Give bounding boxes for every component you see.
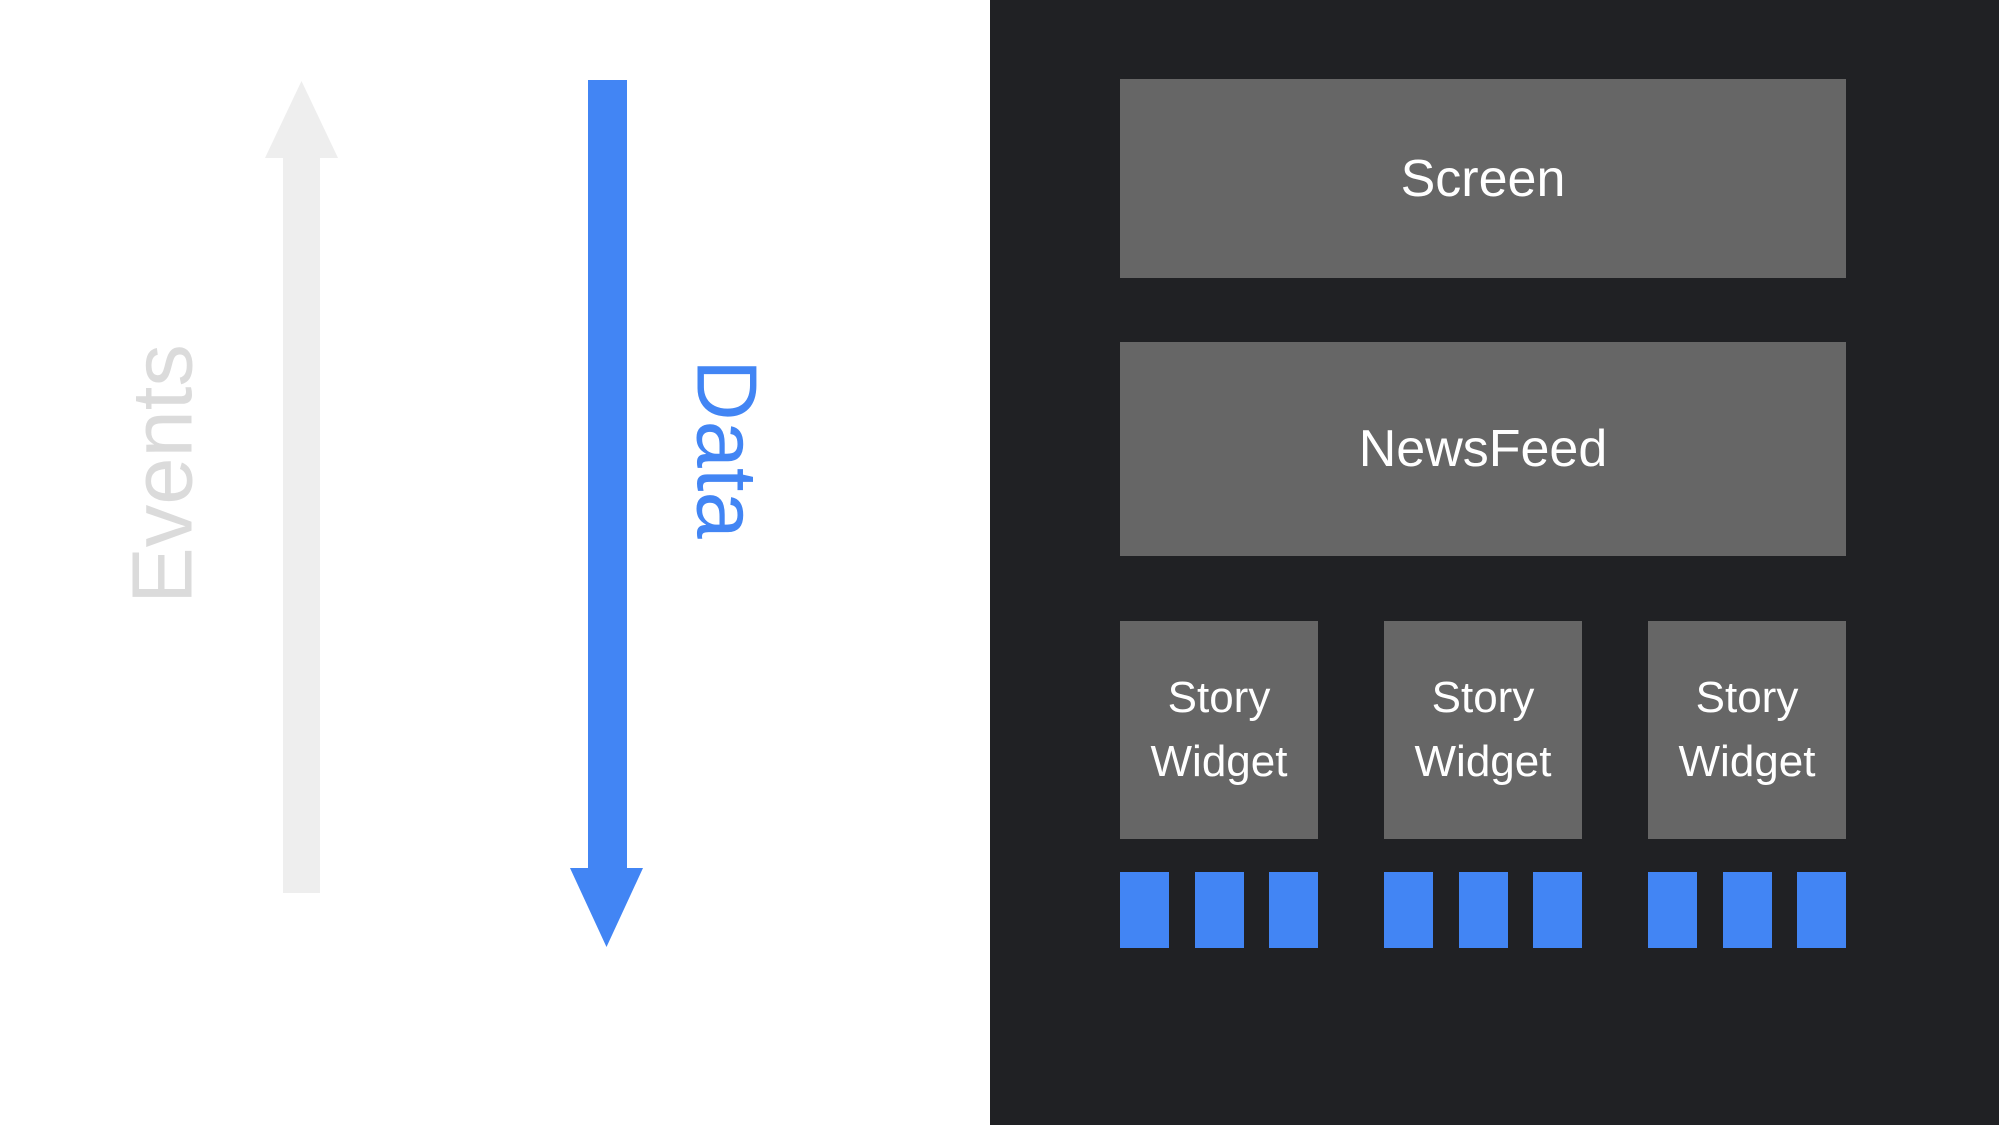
data-chip: [1458, 872, 1508, 948]
data-chips-group: [1384, 872, 1582, 948]
newsfeed-box-label: NewsFeed: [1358, 420, 1608, 478]
data-chips-group: [1120, 872, 1318, 948]
story-widget-box: Story Widget: [1384, 621, 1582, 839]
data-chips-group: [1648, 872, 1846, 948]
data-chip: [1194, 872, 1244, 948]
data-chip: [1384, 872, 1433, 948]
events-up-arrow-icon: [265, 81, 338, 893]
data-chip: [1797, 872, 1846, 948]
events-label: Events: [115, 344, 211, 604]
data-chip: [1120, 872, 1169, 948]
widget-tree-panel: Screen NewsFeed Story Widget Story Widge…: [990, 0, 1999, 1125]
story-widget-label: Story Widget: [1150, 673, 1288, 786]
story-widget-box: Story Widget: [1120, 621, 1318, 839]
story-widget-box: Story Widget: [1648, 621, 1846, 839]
story-widget-label: Story Widget: [1414, 673, 1552, 786]
data-down-arrow-icon: [570, 80, 643, 947]
data-chip: [1722, 872, 1772, 948]
data-chip: [1533, 872, 1582, 948]
data-chip: [1648, 872, 1697, 948]
story-widget-row: Story Widget Story Widget Story Widget: [1120, 621, 1846, 839]
data-chips-row: [1120, 872, 1846, 948]
data-chip: [1269, 872, 1318, 948]
story-widget-label: Story Widget: [1678, 673, 1816, 786]
data-label: Data: [678, 359, 774, 539]
screen-box-label: Screen: [1400, 149, 1566, 208]
newsfeed-box: NewsFeed: [1120, 342, 1846, 556]
screen-box: Screen: [1120, 79, 1846, 278]
flow-arrows-layer: [265, 80, 643, 947]
